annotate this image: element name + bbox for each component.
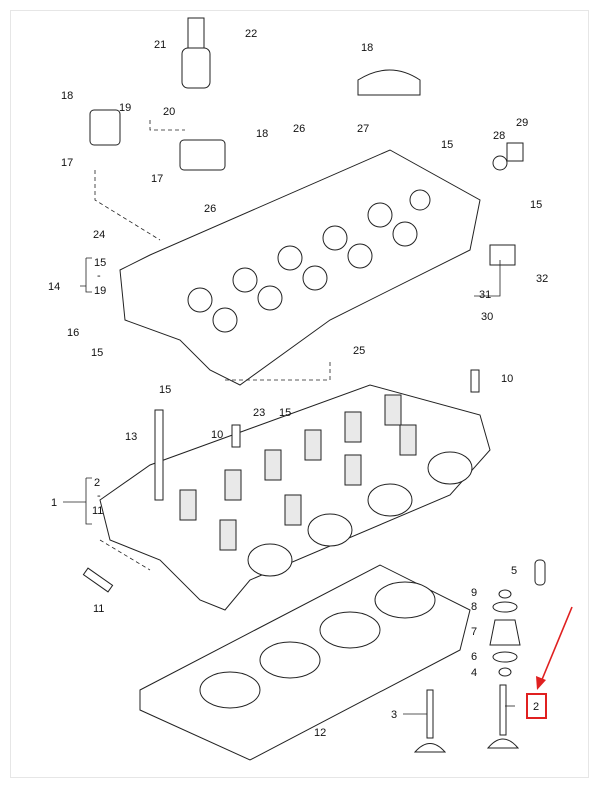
callout-27: 27 (357, 123, 369, 135)
callout-23: 23 (253, 407, 265, 419)
callout-18: 18 (256, 128, 268, 140)
callout-13: 13 (125, 431, 137, 443)
valve-springs (179, 394, 417, 551)
callout-1: 1 (51, 497, 57, 509)
callout-17: 17 (61, 157, 73, 169)
gasket-bores (199, 581, 436, 709)
bracket-1-bottom: 11 (92, 505, 103, 517)
callout-30: 30 (481, 311, 493, 323)
callout-19: 19 (119, 102, 131, 114)
callout-31: 31 (479, 289, 491, 301)
callout-8: 8 (471, 601, 477, 613)
callout-12: 12 (314, 727, 326, 739)
bracket-14-bottom: 19 (94, 285, 106, 297)
intake-valve (413, 689, 447, 753)
callout-4: 4 (471, 667, 477, 679)
callout-20: 20 (163, 106, 175, 118)
callout-15: 15 (441, 139, 453, 151)
callout-22: 22 (245, 28, 257, 40)
bracket-14-top: 15 (94, 257, 106, 269)
callout-29: 29 (516, 117, 528, 129)
camshaft-bore-row (187, 189, 431, 333)
callout-15: 15 (159, 384, 171, 396)
callout-7: 7 (471, 626, 477, 638)
callout-10: 10 (211, 429, 223, 441)
image-frame (10, 10, 589, 778)
callout-9: 9 (471, 587, 477, 599)
callout-10: 10 (501, 373, 513, 385)
callout-2-highlighted: 2 (533, 701, 539, 713)
callout-3: 3 (391, 709, 397, 721)
camshaft-housing (119, 149, 481, 386)
exhaust-valve (486, 684, 520, 749)
callout-21: 21 (154, 39, 166, 51)
intake-ports (247, 451, 473, 577)
callout-18: 18 (361, 42, 373, 54)
callout-15: 15 (279, 407, 291, 419)
callout-17: 17 (151, 173, 163, 185)
callout-28: 28 (493, 130, 505, 142)
callout-5: 5 (511, 565, 517, 577)
small-parts (82, 17, 546, 677)
leader-lines (63, 120, 515, 715)
bracket-1-mid: - (97, 490, 101, 502)
bracket-14-mid: - (97, 270, 101, 282)
callout-16: 16 (67, 327, 79, 339)
callout-24: 24 (93, 229, 105, 241)
callout-18: 18 (61, 90, 73, 102)
highlight-box (526, 693, 547, 719)
callout-26: 26 (293, 123, 305, 135)
callout-26: 26 (204, 203, 216, 215)
callout-32: 32 (536, 273, 548, 285)
callout-6: 6 (471, 651, 477, 663)
callout-25: 25 (353, 345, 365, 357)
red-arrow-icon (536, 606, 573, 690)
callout-15: 15 (91, 347, 103, 359)
callout-11: 11 (93, 603, 104, 615)
bracket-1-top: 2 (94, 477, 100, 489)
callout-15: 15 (530, 199, 542, 211)
callout-14: 14 (48, 281, 60, 293)
